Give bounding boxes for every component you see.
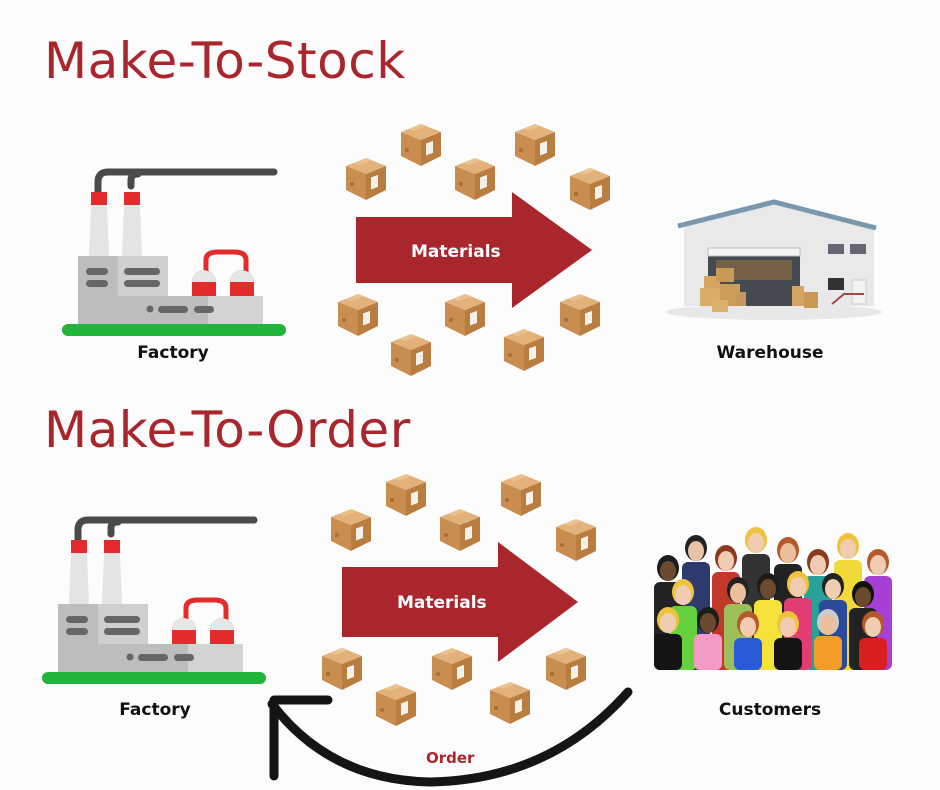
cardboard-box-icon bbox=[428, 644, 474, 692]
cardboard-box-icon bbox=[372, 680, 418, 728]
cardboard-box-icon bbox=[327, 505, 373, 553]
cardboard-box-icon bbox=[382, 470, 428, 518]
cardboard-box-icon bbox=[497, 470, 543, 518]
cardboard-box-icon bbox=[342, 154, 388, 202]
warehouse-label: Warehouse bbox=[716, 343, 824, 363]
cardboard-box-icon bbox=[566, 164, 612, 212]
factory-icon bbox=[62, 168, 286, 336]
warehouse-icon bbox=[666, 199, 882, 320]
factory-label: Factory bbox=[137, 343, 209, 363]
cardboard-box-icon bbox=[334, 290, 380, 338]
materials-arrow bbox=[356, 192, 592, 308]
factory-label: Factory bbox=[119, 700, 191, 720]
cardboard-box-icon bbox=[542, 644, 588, 692]
cardboard-box-icon bbox=[486, 678, 532, 726]
materials-arrow-label: Materials bbox=[411, 242, 501, 262]
cardboard-box-icon bbox=[441, 290, 487, 338]
cardboard-box-icon bbox=[552, 515, 598, 563]
cardboard-box-icon bbox=[500, 325, 546, 373]
cardboard-box-icon bbox=[436, 505, 482, 553]
cardboard-box-icon bbox=[397, 120, 443, 168]
customers-label: Customers bbox=[718, 700, 822, 720]
order-feedback-arrow bbox=[267, 687, 633, 787]
materials-arrow bbox=[342, 542, 578, 662]
cardboard-box-icon bbox=[556, 290, 602, 338]
materials-arrow-label: Materials bbox=[397, 593, 487, 613]
cardboard-box-icon bbox=[451, 154, 497, 202]
cardboard-box-icon bbox=[318, 644, 364, 692]
make-to-stock-title: Make-To-Stock bbox=[44, 32, 406, 90]
make-to-order-title: Make-To-Order bbox=[44, 401, 411, 459]
cardboard-box-icon bbox=[511, 120, 557, 168]
order-label: Order bbox=[426, 749, 475, 767]
factory-icon bbox=[42, 516, 266, 684]
cardboard-box-icon bbox=[387, 330, 433, 378]
customers-icon bbox=[654, 527, 892, 670]
